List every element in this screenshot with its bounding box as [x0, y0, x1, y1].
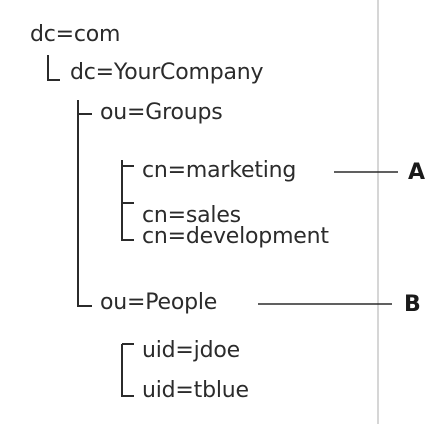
node-ou-people: ou=People	[100, 290, 218, 315]
node-cn-marketing: cn=marketing	[142, 158, 297, 183]
connector-company-to-ous	[77, 100, 92, 307]
connector-people-children	[121, 344, 134, 397]
connector-groups-children	[121, 160, 134, 241]
node-uid-jdoe: uid=jdoe	[142, 338, 240, 363]
node-company: dc=YourCompany	[70, 60, 264, 85]
node-cn-sales: cn=sales	[142, 203, 241, 228]
marker-b-label: B	[404, 292, 421, 317]
node-cn-development: cn=development	[142, 224, 329, 249]
marker-a-label: A	[408, 160, 426, 185]
connector-root-to-company	[47, 55, 60, 81]
node-ou-groups: ou=Groups	[100, 100, 223, 125]
node-uid-tblue: uid=tblue	[142, 378, 249, 403]
node-root: dc=com	[30, 22, 121, 47]
